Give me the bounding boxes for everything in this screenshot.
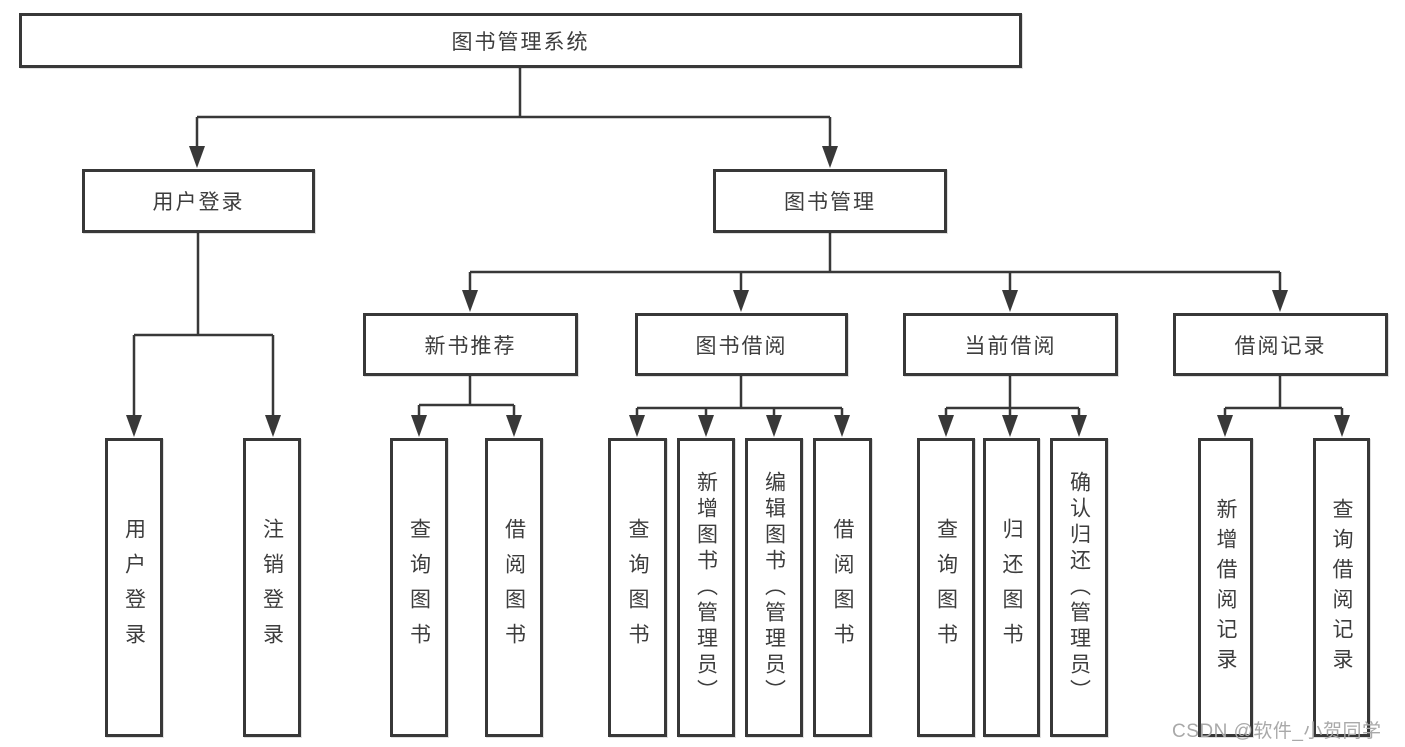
- leaf-cb-query-books: 查询图书: [917, 438, 975, 737]
- leaf-br-add-record: 新增借阅记录: [1198, 438, 1253, 737]
- csdn-watermark: CSDN @软件_小贺同学: [1172, 721, 1382, 742]
- leaf-bb-query-books: 查询图书: [608, 438, 667, 737]
- node-book-borrow: 图书借阅: [635, 313, 848, 376]
- leaf-cb-confirm-return-admin: 确认归还（管理员）: [1050, 438, 1108, 737]
- leaf-br-query-record: 查询借阅记录: [1313, 438, 1370, 737]
- leaf-bb-edit-books-admin: 编辑图书（管理员）: [745, 438, 803, 737]
- node-new-book-recommend: 新书推荐: [363, 313, 578, 376]
- leaf-logout: 注销登录: [243, 438, 301, 737]
- node-book-management: 图书管理: [713, 169, 947, 233]
- node-user-login: 用户登录: [82, 169, 315, 233]
- leaf-nb-query-books: 查询图书: [390, 438, 448, 737]
- leaf-cb-return-books: 归还图书: [983, 438, 1040, 737]
- leaf-bb-add-books-admin: 新增图书（管理员）: [677, 438, 735, 737]
- leaf-user-login: 用户登录: [105, 438, 163, 737]
- node-borrow-records: 借阅记录: [1173, 313, 1388, 376]
- leaf-nb-borrow-books: 借阅图书: [485, 438, 543, 737]
- node-current-borrow: 当前借阅: [903, 313, 1118, 376]
- node-library-management-system: 图书管理系统: [19, 13, 1022, 68]
- leaf-bb-borrow-books: 借阅图书: [813, 438, 872, 737]
